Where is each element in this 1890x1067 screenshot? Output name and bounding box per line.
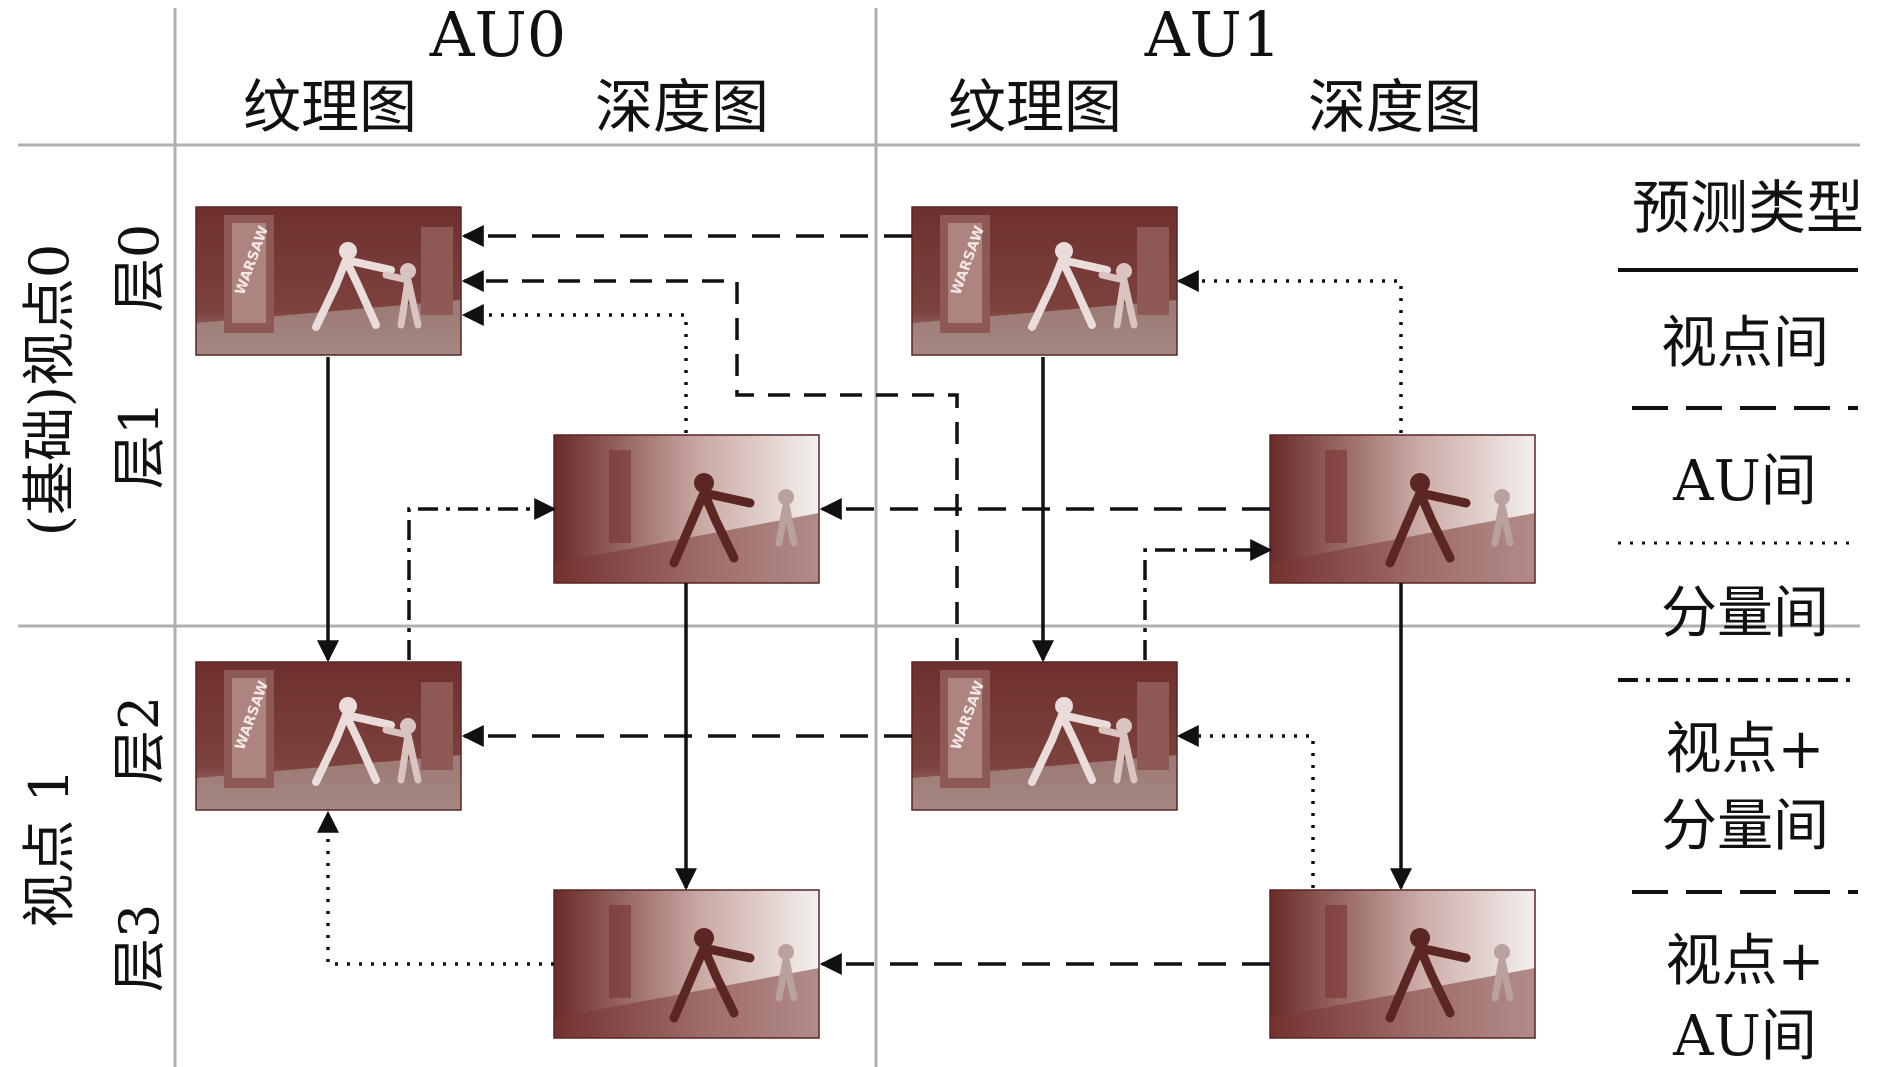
legend-label-viewcomp-2: 分量间 — [1661, 794, 1829, 859]
arrow-viewau-texture — [461, 270, 959, 660]
thumbnail-au0-texture-layer2: WARSAW — [195, 661, 462, 811]
legend-label-viewau-1: 视点+ — [1666, 929, 1825, 994]
thumbnail-images: WARSAW WARSAW WARSAW WARSAW — [195, 206, 1536, 1039]
legend-title: 预测类型 — [1632, 174, 1864, 242]
au0-depth-header: 深度图 — [595, 73, 769, 141]
layer1-label: 层1 — [108, 401, 171, 489]
arrow-intercomp-au1-layer3 — [1176, 725, 1315, 888]
thumbnail-au0-texture-layer0: WARSAW — [195, 206, 462, 356]
grid-lines — [18, 8, 1860, 1067]
thumbnail-au1-texture-layer2: WARSAW — [911, 661, 1178, 811]
au0-title: AU0 — [429, 0, 566, 71]
au1-depth-header: 深度图 — [1308, 73, 1482, 141]
thumbnail-au1-depth-layer3 — [1269, 889, 1536, 1039]
column-headers: AU0 纹理图 深度图 AU1 纹理图 深度图 — [243, 0, 1482, 141]
arrow-intercomp-au1-layer1 — [1176, 270, 1403, 433]
thumbnail-au1-texture-layer0: WARSAW — [911, 206, 1178, 356]
arrow-intercomp-au0-layer3 — [317, 810, 554, 966]
thumbnail-au0-depth-layer3 — [553, 889, 820, 1039]
legend: 预测类型 视点间 AU间 分量间 视点+ 分量间 视点+ AU间 — [1618, 174, 1864, 1067]
legend-label-interview: 视点间 — [1661, 311, 1829, 376]
arrow-viewcomp-au1 — [1143, 539, 1273, 660]
au1-title: AU1 — [1144, 0, 1281, 71]
legend-label-interau: AU间 — [1672, 449, 1817, 514]
au0-texture-header: 纹理图 — [243, 73, 417, 141]
layer2-label: 层2 — [108, 696, 171, 784]
view0-label: (基础)视点0 — [18, 244, 81, 537]
thumbnail-au1-depth-layer1 — [1269, 434, 1536, 584]
layer0-label: 层0 — [108, 224, 171, 312]
arrow-viewcomp-au0 — [407, 498, 557, 660]
arrow-intercomp-au0-layer1 — [461, 304, 688, 433]
row-labels: (基础)视点0 层0 层1 视点 1 层2 层3 — [18, 224, 171, 992]
legend-label-intercomp: 分量间 — [1661, 581, 1829, 646]
view1-label: 视点 1 — [18, 768, 81, 928]
legend-label-viewcomp-1: 视点+ — [1666, 717, 1825, 782]
prediction-arrows — [317, 225, 1412, 975]
legend-label-viewau-2: AU间 — [1672, 1004, 1817, 1067]
layer3-label: 层3 — [108, 904, 171, 992]
au1-texture-header: 纹理图 — [948, 73, 1122, 141]
thumbnail-au0-depth-layer1 — [553, 434, 820, 584]
